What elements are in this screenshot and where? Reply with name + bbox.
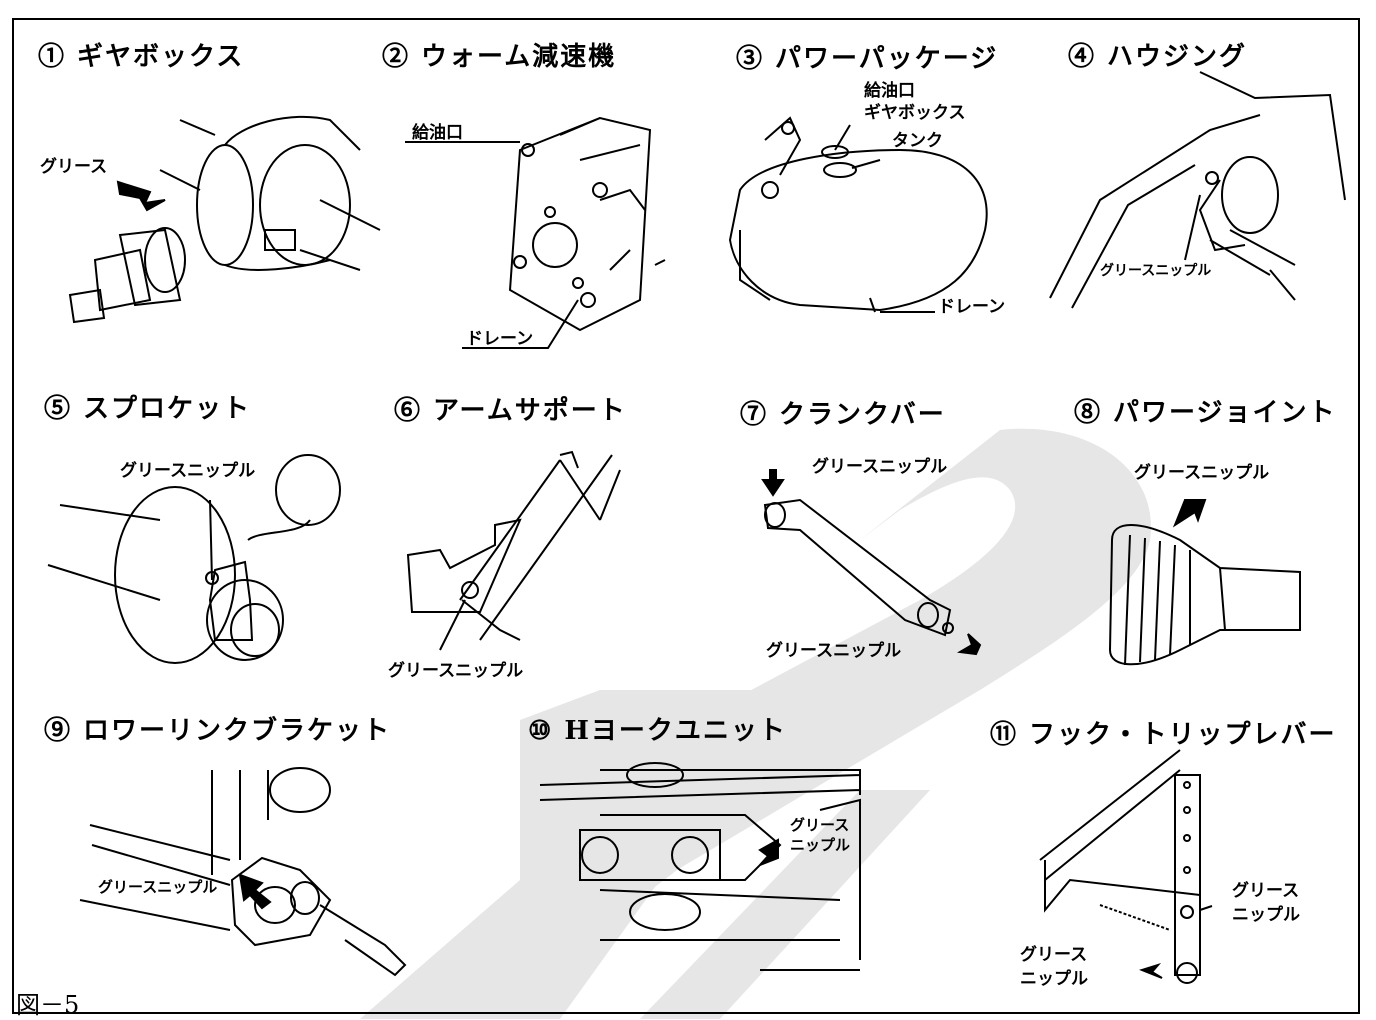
panel-title-housing: ④ ハウジング: [1068, 42, 1248, 72]
housing-illustration: [1049, 71, 1346, 309]
callout-grease-lower: グリース: [1020, 945, 1088, 965]
callout-grease: グリース: [40, 157, 108, 177]
callout-grease-nipple: グリースニップル: [98, 878, 218, 896]
panel-title-h-yoke-unit: ⑩ Hヨークユニット: [528, 716, 787, 746]
callout-grease-upper: グリース: [1232, 881, 1300, 901]
callout-grease-nipple-top: グリースニップル: [812, 457, 948, 477]
gearbox-illustration: [68, 115, 381, 324]
callout-oil-inlet: 給油口: [412, 123, 463, 143]
arm-support-illustration: [406, 450, 621, 651]
callout-nipple-lower: ニップル: [1020, 969, 1088, 989]
panel-title-sprocket: ⑤ スプロケット: [44, 394, 252, 424]
power-joint-illustration: [1108, 524, 1301, 666]
panel-title-crank-bar: ⑦ クランクバー: [740, 400, 946, 430]
diagram-frame: [12, 18, 1360, 1014]
sprocket-illustration: [47, 454, 341, 664]
callout-grease-nipple: グリースニップル: [1100, 263, 1212, 279]
callout-tank: タンク: [892, 131, 943, 151]
panel-title-power-joint: ⑧ パワージョイント: [1074, 398, 1337, 428]
callout-gearbox: ギヤボックス: [864, 103, 966, 123]
panel-title-power-package: ③ パワーパッケージ: [736, 44, 999, 74]
figure-label: 図－5: [16, 991, 80, 1019]
callout-oil-inlet: 給油口: [864, 81, 915, 101]
callout-nipple-upper: ニップル: [1232, 905, 1300, 925]
callout-drain: ドレーン: [938, 297, 1006, 317]
callout-nipple: ニップル: [790, 836, 851, 854]
callout-grease-nipple: グリースニップル: [388, 661, 524, 681]
crank-bar-illustration: [763, 498, 954, 637]
panel-title-lower-link-bracket: ⑨ ロワーリンクブラケット: [44, 716, 392, 746]
callout-grease-nipple: グリースニップル: [1134, 463, 1270, 483]
callout-grease: グリース: [790, 816, 850, 834]
panel-title-worm-reducer: ② ウォーム減速機: [382, 42, 617, 72]
panel-title-arm-support: ⑥ アームサポート: [394, 396, 627, 426]
power-package-illustration: [728, 116, 988, 313]
h-yoke-unit-illustration: [539, 762, 861, 971]
callout-drain: ドレーン: [466, 329, 534, 349]
callout-grease-nipple-bottom: グリースニップル: [766, 641, 902, 661]
callout-grease-nipple: グリースニップル: [120, 461, 256, 481]
lower-link-bracket-illustration: [79, 767, 407, 977]
panel-title-gearbox: ① ギヤボックス: [38, 42, 245, 72]
worm-reducer-illustration: [405, 116, 666, 349]
panel-title-hook-trip-lever: ⑪ フック・トリップレバー: [990, 720, 1337, 750]
hook-trip-lever-illustration: [1039, 749, 1213, 984]
